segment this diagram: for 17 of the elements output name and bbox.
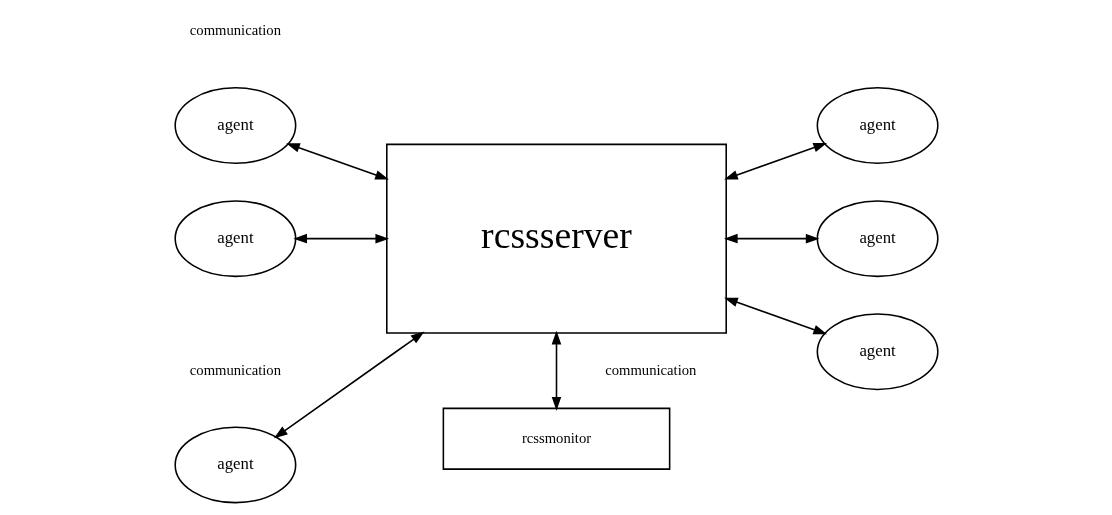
node-ellipse: agent [173, 200, 296, 278]
arrow [723, 297, 827, 335]
edge-label: communication [604, 362, 696, 379]
arrow [273, 331, 424, 439]
node-ellipse: agent [816, 313, 939, 391]
node-ellipse: agent [816, 87, 939, 164]
label: communication [189, 361, 281, 378]
arrow [292, 233, 389, 244]
arrow [723, 143, 827, 180]
node-box: rcssmonitor [442, 407, 670, 470]
node-ellipse: agent [816, 200, 939, 278]
arrow [285, 143, 389, 180]
node-box: rcssserver [385, 143, 727, 334]
arrow [551, 330, 561, 411]
arrow [723, 233, 819, 244]
node-ellipse: agent [173, 87, 296, 164]
label: communication [189, 22, 281, 39]
